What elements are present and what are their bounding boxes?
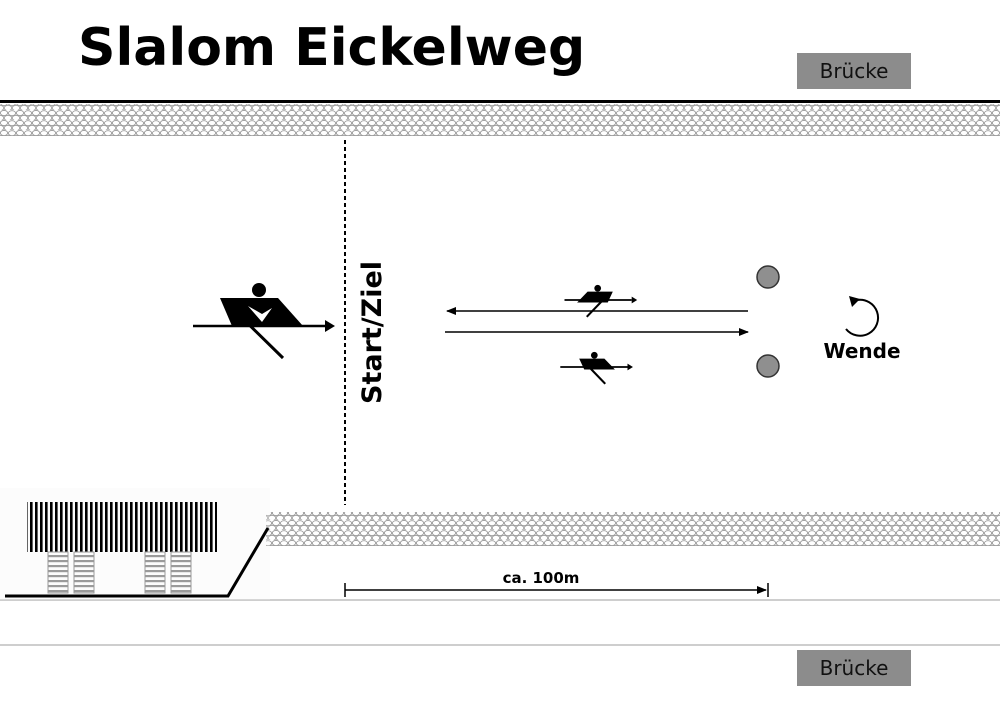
distance-marker [344, 583, 769, 597]
rower-icon [564, 284, 638, 318]
page-title: Slalom Eickelweg [78, 18, 586, 78]
boathouse-icon [0, 488, 270, 600]
distance-label: ca. 100m [503, 569, 580, 587]
turn-label: Wende [823, 339, 900, 363]
river-bank-top [0, 100, 1000, 136]
bridge-label-top: Brücke [797, 53, 911, 89]
buoy-icon [756, 265, 780, 289]
buoy-icon [756, 354, 780, 378]
rower-icon [560, 351, 633, 385]
rower-icon [193, 283, 335, 360]
bridge-label-bottom: Brücke [797, 650, 911, 686]
turn-arrow-icon [845, 296, 880, 337]
start-finish-label: Start/Ziel [357, 261, 388, 404]
river-bank-bottom [266, 512, 1000, 546]
